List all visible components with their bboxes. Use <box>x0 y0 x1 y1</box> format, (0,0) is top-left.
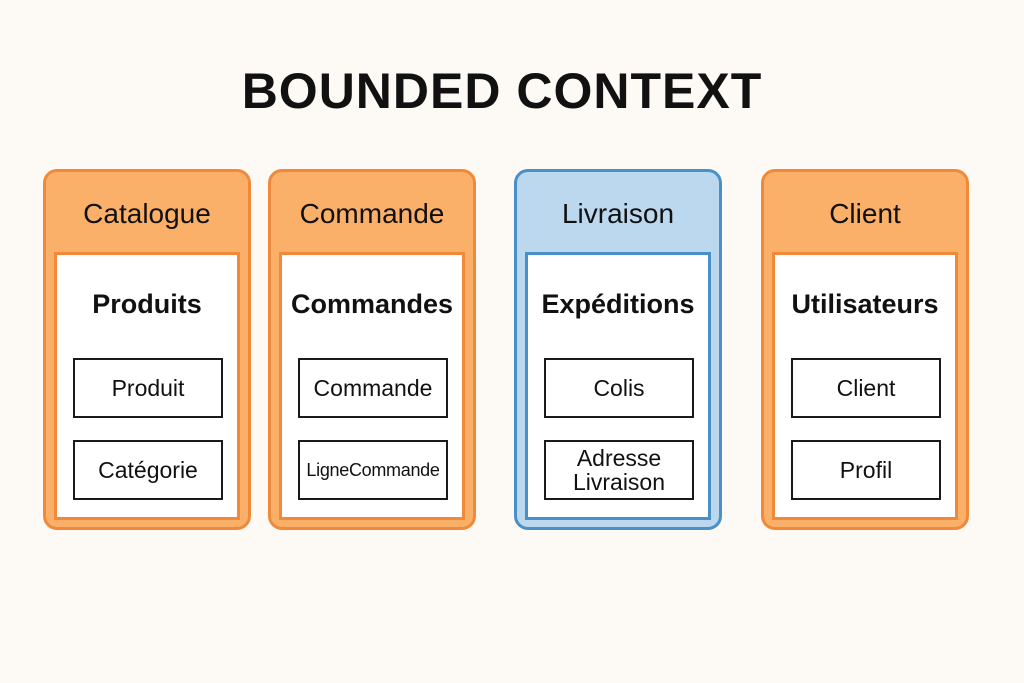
context-livraison: Livraison Expéditions Colis Adresse Livr… <box>514 169 722 530</box>
entity-box: Commande <box>298 358 448 418</box>
context-client: Client Utilisateurs Client Profil <box>761 169 969 530</box>
aggregate-title: Expéditions <box>541 289 695 319</box>
context-header: Client <box>829 197 901 229</box>
context-commande: Commande Commandes Commande LigneCommand… <box>268 169 476 530</box>
aggregate-title: Utilisateurs <box>791 289 939 319</box>
context-body: Commandes Commande LigneCommande <box>279 252 465 520</box>
diagram-title: BOUNDED CONTEXT <box>241 63 763 119</box>
entity-box: Produit <box>73 358 223 418</box>
context-body: Expéditions Colis Adresse Livraison <box>525 252 711 520</box>
entity-box: Profil <box>791 440 941 500</box>
entity-box: Adresse Livraison <box>544 440 694 500</box>
context-header: Catalogue <box>83 197 211 229</box>
entity-box: Colis <box>544 358 694 418</box>
entity-box: Catégorie <box>73 440 223 500</box>
context-catalogue: Catalogue Produits Produit Catégorie <box>43 169 251 530</box>
context-body: Utilisateurs Client Profil <box>772 252 958 520</box>
context-body: Produits Produit Catégorie <box>54 252 240 520</box>
aggregate-title: Produits <box>92 289 202 319</box>
context-header: Livraison <box>561 197 675 229</box>
context-header: Commande <box>299 197 445 229</box>
entity-box: Client <box>791 358 941 418</box>
aggregate-title: Commandes <box>290 289 454 319</box>
entity-box: LigneCommande <box>298 440 448 500</box>
